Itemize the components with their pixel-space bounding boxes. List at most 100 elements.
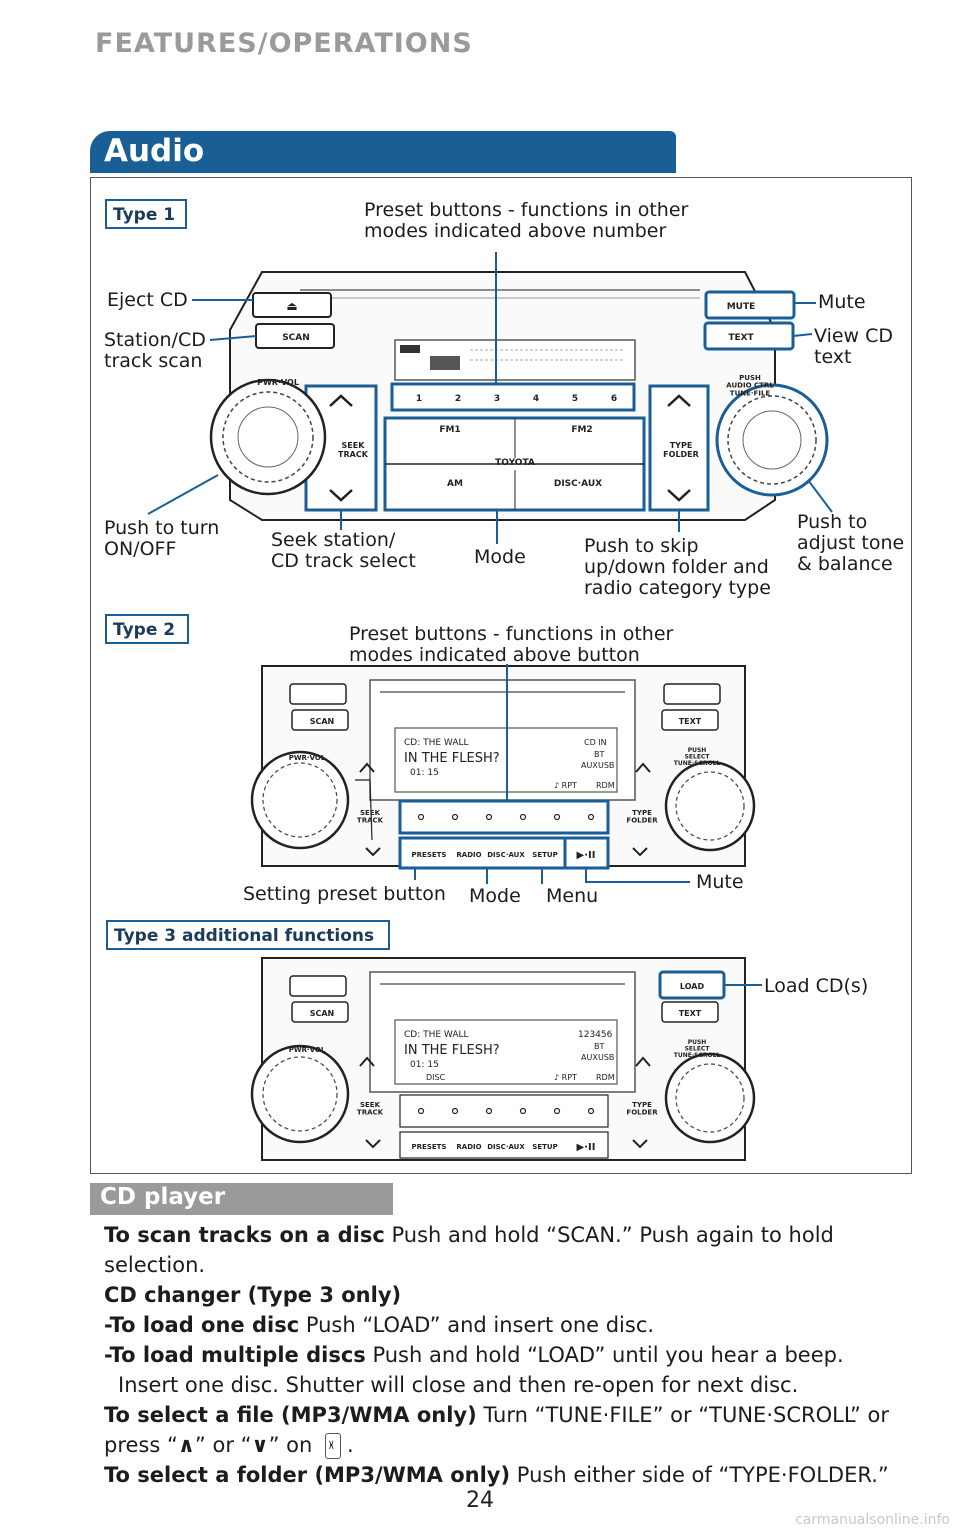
type2-btn-presets[interactable]: PRESETS	[412, 851, 447, 859]
type2-display-line3: 01: 15	[410, 768, 439, 778]
select-folder-instruction: To select a folder (MP3/WMA only) Push e…	[104, 1463, 889, 1487]
up-arrow-icon: ∧	[177, 1433, 195, 1457]
type3-display-rdm: RDM	[596, 1073, 615, 1082]
changer-heading: CD changer (Type 3 only)	[104, 1283, 402, 1307]
mode-fm2[interactable]: FM2	[571, 425, 592, 435]
type3-display-bt: BT	[594, 1042, 604, 1051]
type2-tag: Type 2	[105, 614, 189, 644]
watermark: carmanualsonline.info	[795, 1512, 950, 1528]
type2-display-cdin: CD IN	[584, 738, 607, 747]
type3-btn-presets[interactable]: PRESETS	[412, 1143, 447, 1151]
type3-tag: Type 3 additional functions	[106, 920, 390, 950]
type2-preset-label: Preset buttons - functions in other mode…	[349, 623, 674, 666]
type3-display-aux: AUX	[581, 1053, 598, 1062]
type2-display-rpt: ♪ RPT	[554, 781, 577, 790]
type2-display-bt: BT	[594, 750, 604, 759]
menu-label: Menu	[546, 885, 599, 907]
type3-btn-play-pause[interactable]: ▶·II	[577, 1142, 596, 1153]
cd-player-banner: CD player	[90, 1183, 393, 1215]
type3-display-line2: IN THE FLESH?	[404, 1043, 500, 1058]
audio-diagram-panel	[90, 177, 912, 1174]
unit-pwr-text: PWR·VOL	[257, 378, 299, 387]
cd-instructions: To scan tracks on a disc Push and hold “…	[104, 1220, 904, 1490]
audio-banner-title: Audio	[104, 133, 205, 169]
scan-instruction: To scan tracks on a disc Push and hold “…	[104, 1223, 834, 1277]
type3-btn-setup[interactable]: SETUP	[532, 1143, 557, 1151]
mute-label-type2: Mute	[696, 871, 744, 893]
seek-label: Seek station/ CD track select	[271, 529, 416, 572]
mode-label-type2: Mode	[469, 885, 521, 907]
type1-preset-label: Preset buttons - functions in other mode…	[364, 199, 689, 242]
skip-label: Push to skip up/down folder and radio ca…	[584, 535, 771, 599]
type2-display-aux: AUX	[581, 761, 598, 770]
type3-display-disc: DISC	[426, 1073, 446, 1082]
type2-btn-setup[interactable]: SETUP	[532, 851, 557, 859]
type2-btn-play-pause[interactable]: ▶·II	[577, 850, 596, 861]
tone-label: Push to adjust tone & balance	[797, 511, 905, 575]
type2-display-line2: IN THE FLESH?	[404, 751, 500, 766]
mute-label: Mute	[818, 291, 866, 313]
load-multiple-continued: Insert one disc. Shutter will close and …	[118, 1373, 799, 1397]
seek-rocker-icon: ∧∨	[324, 1433, 341, 1459]
unit-text-text: TEXT	[728, 333, 754, 343]
preset-3[interactable]: 3	[494, 394, 500, 404]
down-arrow-icon: ∨	[251, 1433, 269, 1457]
type2-display-line1: CD: THE WALL	[404, 738, 469, 748]
preset-4[interactable]: 4	[533, 394, 539, 404]
select-file-instruction: To select a file (MP3/WMA only) Turn “TU…	[104, 1403, 890, 1427]
preset-5[interactable]: 5	[572, 394, 578, 404]
cd-player-title: CD player	[100, 1184, 226, 1210]
power-label: Push to turn ON/OFF	[104, 517, 220, 560]
preset-6[interactable]: 6	[611, 394, 617, 404]
type3-btn-radio[interactable]: RADIO	[456, 1143, 481, 1151]
page-number: 24	[466, 1488, 494, 1513]
setting-preset-label: Setting preset button	[243, 883, 446, 905]
type2-btn-radio[interactable]: RADIO	[456, 851, 481, 859]
type3-text-text: TEXT	[679, 1009, 702, 1018]
unit-mute-text: MUTE	[727, 302, 756, 312]
type1-tag: Type 1	[105, 199, 187, 229]
type3-display-usb: USB	[598, 1053, 614, 1062]
select-file-continued: press “∧” or “∨” on ∧∨.	[104, 1433, 354, 1459]
load-multiple-instruction: -To load multiple discs Push and hold “L…	[104, 1343, 844, 1367]
type3-display-disc-slots: 123456	[578, 1030, 613, 1040]
type3-load-text[interactable]: LOAD	[680, 982, 705, 991]
unit-scan-text: SCAN	[282, 333, 310, 343]
preset-1[interactable]: 1	[416, 394, 422, 404]
eject-label: Eject CD	[107, 289, 188, 311]
eject-icon[interactable]: ⏏	[286, 299, 297, 313]
type2-display-usb: USB	[598, 761, 614, 770]
mode-label-type1: Mode	[474, 546, 526, 568]
type3-pwr-text: PWR·VOL	[289, 1046, 326, 1054]
view-text-label: View CD text	[814, 325, 894, 368]
type3-btn-disc-aux[interactable]: DISC·AUX	[487, 1143, 525, 1151]
load-label: Load CD(s)	[764, 975, 869, 997]
mode-am[interactable]: AM	[447, 479, 463, 489]
mode-disc-aux[interactable]: DISC·AUX	[554, 479, 602, 489]
type3-display-line1: CD: THE WALL	[404, 1030, 469, 1040]
load-one-instruction: -To load one disc Push “LOAD” and insert…	[104, 1313, 655, 1337]
section-heading: FEATURES/OPERATIONS	[95, 28, 473, 59]
type2-pwr-text: PWR·VOL	[289, 754, 326, 762]
type2-text-text: TEXT	[679, 717, 702, 726]
type2-btn-disc-aux[interactable]: DISC·AUX	[487, 851, 525, 859]
type3-display-rpt: ♪ RPT	[554, 1073, 577, 1082]
preset-2[interactable]: 2	[455, 394, 461, 404]
mode-fm1[interactable]: FM1	[439, 425, 460, 435]
scan-label: Station/CD track scan	[104, 329, 206, 372]
type2-display-rdm: RDM	[596, 781, 615, 790]
type2-scan-text: SCAN	[310, 717, 335, 726]
unit-brand: TOYOTA	[495, 458, 535, 468]
